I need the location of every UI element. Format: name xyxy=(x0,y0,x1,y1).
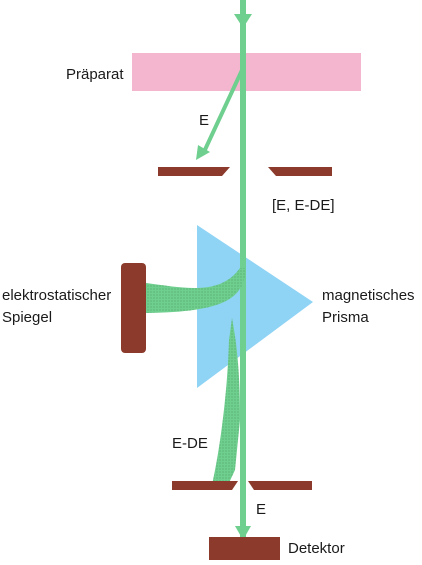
lower-slit-left xyxy=(172,481,232,490)
label-energy-e: E xyxy=(199,112,209,129)
label-energy-e-bottom: E xyxy=(256,501,266,518)
label-energy-loss: E-DE xyxy=(172,435,208,452)
upper-slit-right xyxy=(276,167,332,176)
scattered-beam-arrow xyxy=(196,145,210,160)
label-mirror-line2: Spiegel xyxy=(2,309,52,326)
label-specimen: Präparat xyxy=(66,66,124,83)
label-prism-line2: Prisma xyxy=(322,309,369,326)
upper-slit-left xyxy=(158,167,222,176)
scattered-beam-e xyxy=(201,67,245,155)
detector-block xyxy=(209,537,280,560)
label-detector: Detektor xyxy=(288,540,345,557)
lower-slit-right-edge xyxy=(248,481,254,490)
upper-slit-right-edge xyxy=(268,167,276,176)
beam-to-mirror xyxy=(146,268,246,313)
lower-slit-left-edge xyxy=(232,481,238,490)
beam-energy-loss xyxy=(212,318,240,485)
beam-arrow-top xyxy=(234,14,252,28)
upper-slit-left-edge xyxy=(222,167,230,176)
magnetic-prism xyxy=(197,225,313,388)
lower-slit-right xyxy=(254,481,312,490)
beam-arrow-bottom xyxy=(235,526,251,540)
specimen-plate xyxy=(132,53,361,91)
label-prism-line1: magnetisches xyxy=(322,287,415,304)
electrostatic-mirror xyxy=(121,263,146,353)
label-mirror-line1: elektrostatischer xyxy=(2,287,111,304)
label-slit-range: [E, E-DE] xyxy=(272,197,335,214)
